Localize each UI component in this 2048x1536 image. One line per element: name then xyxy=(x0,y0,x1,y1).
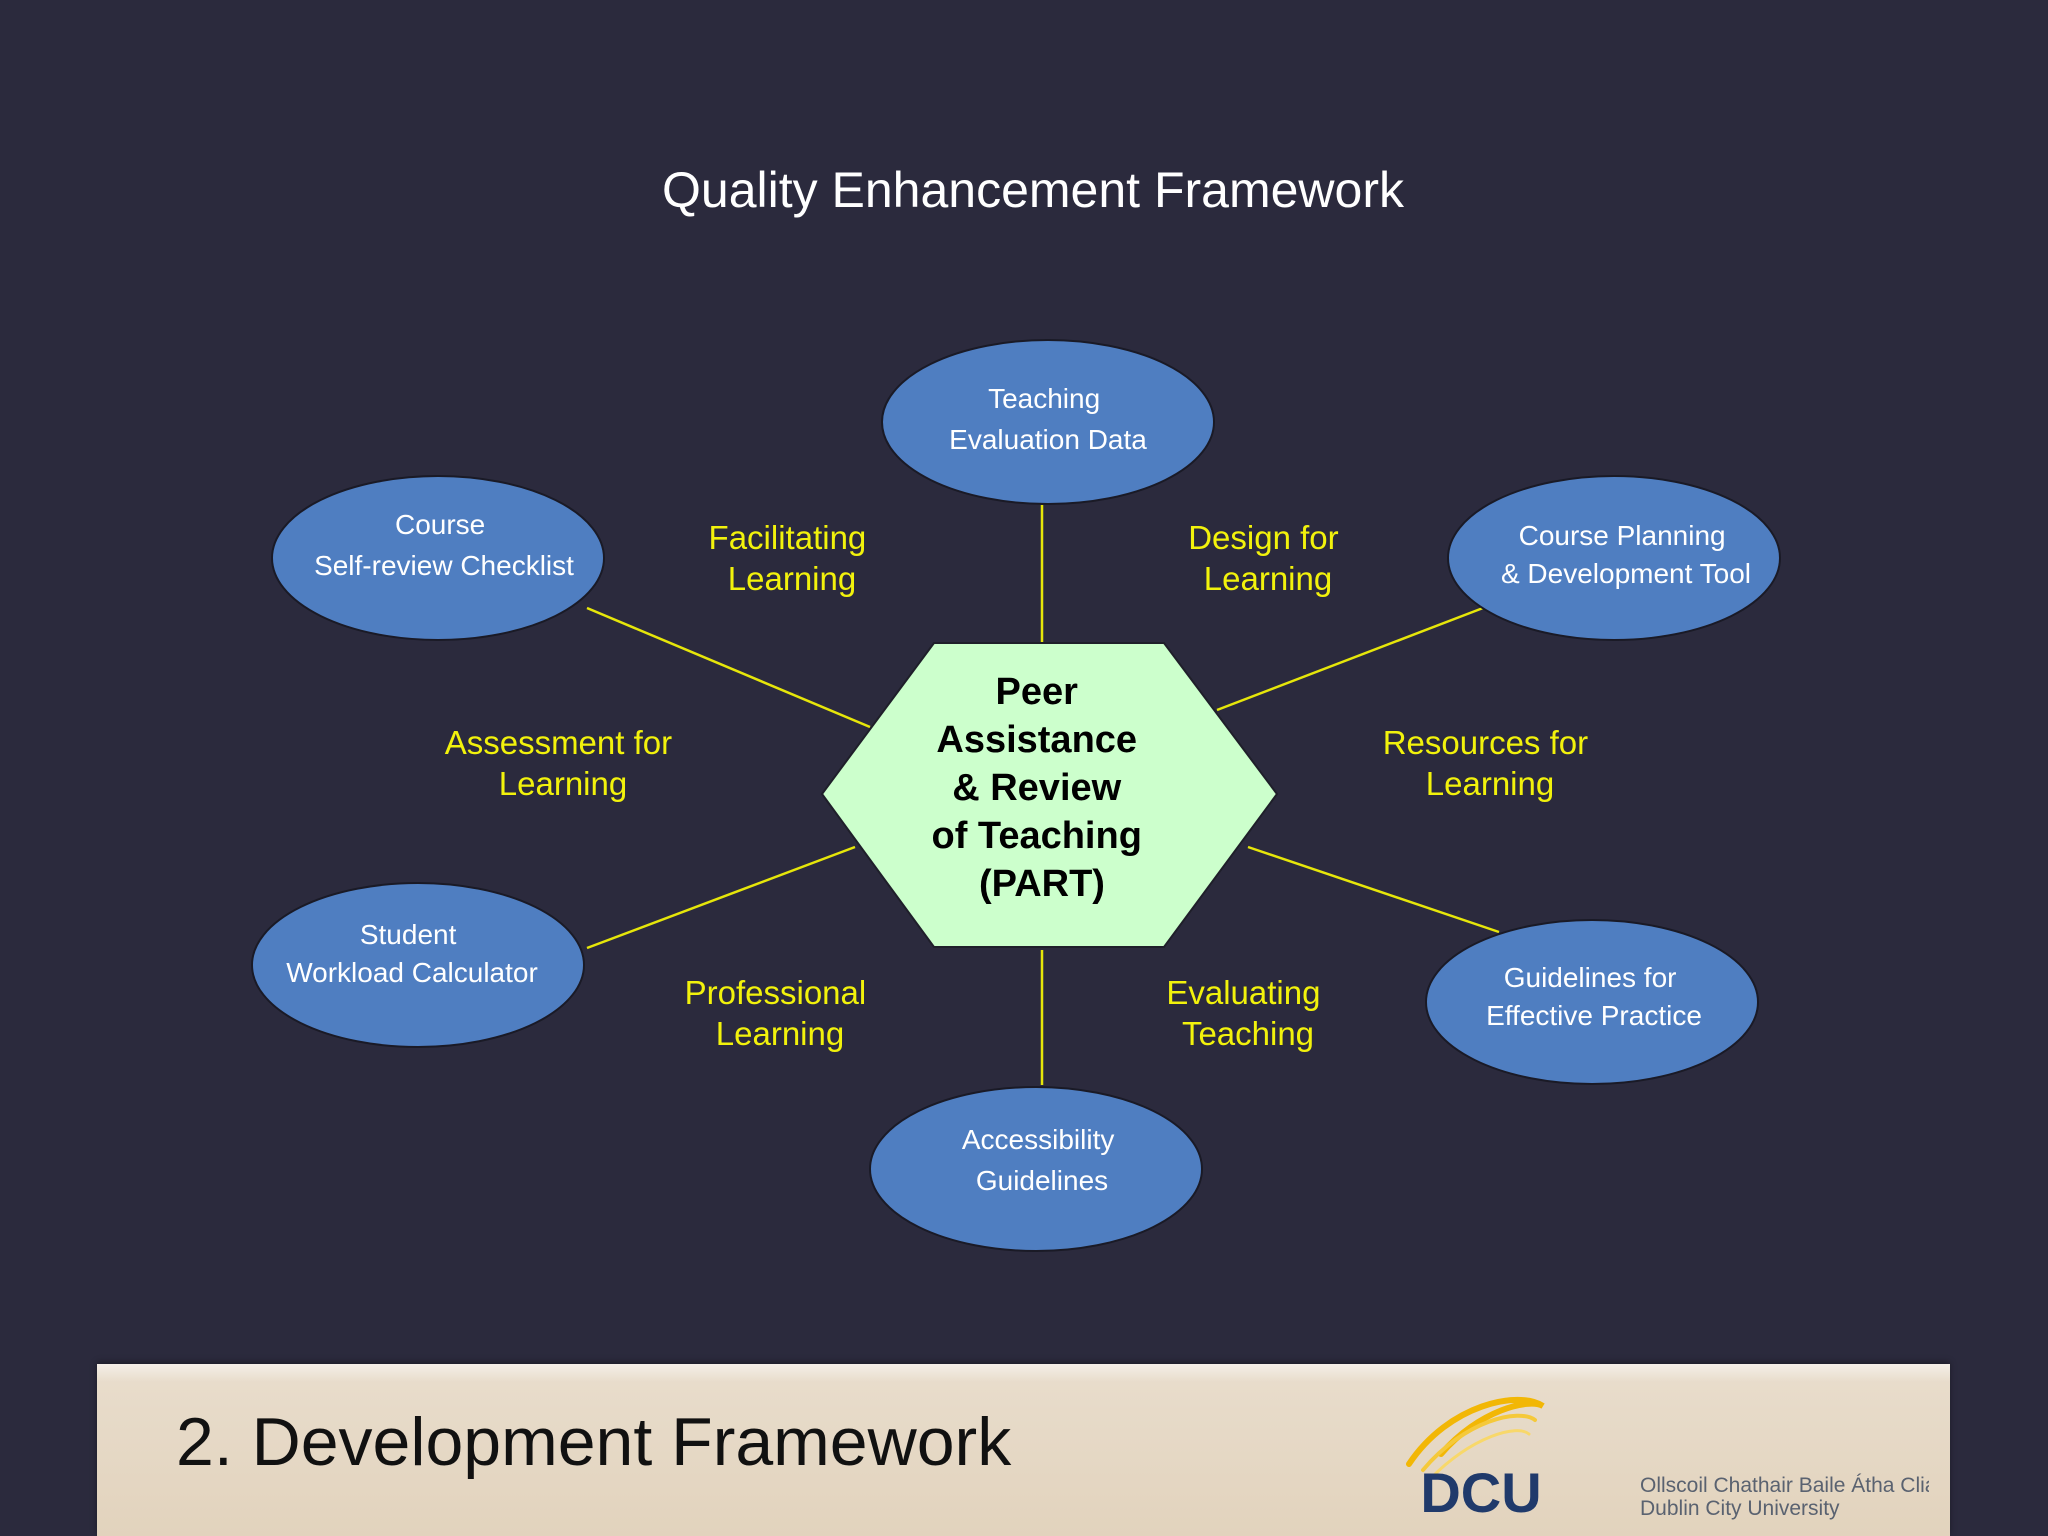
svg-text:Guidelines for Effective: Guidelines for Effective Practice xyxy=(1486,962,1702,1031)
edge-label-line: Learning xyxy=(1426,765,1554,802)
hub-part: Peer Assistance & Review of Teaching (PA… xyxy=(820,642,1279,948)
node-label: Guidelines xyxy=(976,1165,1108,1196)
node-label: & Development Tool xyxy=(1501,558,1751,589)
logo-wordmark: DCU xyxy=(1420,1461,1541,1524)
edge-label-facilitating-learning: Facilitating Learning xyxy=(709,519,876,597)
svg-text:Accessibility Guidelines: Accessibility Guidelines xyxy=(962,1124,1122,1196)
node-label: Effective Practice xyxy=(1486,1000,1702,1031)
node-label: Accessibility xyxy=(962,1124,1114,1155)
edge-label-design-for-learning: Design for Learning xyxy=(1188,519,1348,597)
logo-irish-name: Ollscoil Chathair Baile Átha Cliath xyxy=(1640,1474,1929,1497)
edge-label-line: Learning xyxy=(728,560,856,597)
logo-swoosh-icon xyxy=(1406,1397,1545,1480)
hub-line: of Teaching xyxy=(932,815,1142,857)
node-label: Self-review Checklist xyxy=(314,550,574,581)
svg-text:Teaching Evaluation Data: Teaching Evaluation Data xyxy=(949,383,1147,455)
edge-label-line: Resources for xyxy=(1383,724,1588,761)
connector-upper-right xyxy=(1216,606,1484,712)
hub-hexagon xyxy=(820,642,1279,948)
svg-text:Course Planning & Develo: Course Planning & Development Tool xyxy=(1501,520,1751,589)
connector-upper-left xyxy=(586,606,871,729)
connector-lower-left xyxy=(586,845,856,950)
edge-label-line: Facilitating xyxy=(709,519,867,556)
svg-text:Student Workload Calcula: Student Workload Calculator xyxy=(286,919,538,988)
node-label: Guidelines for xyxy=(1504,962,1677,993)
footer-title: 2. Development Framework xyxy=(176,1404,1012,1480)
svg-text:Peer Assistance &: Peer Assistance & Review of Teaching (PA… xyxy=(932,671,1153,905)
edge-label-resources-for-learning: Resources for Learning xyxy=(1383,724,1598,802)
edge-label-line: Evaluating xyxy=(1166,974,1320,1011)
svg-text:Course Self-review Check: Course Self-review Checklist xyxy=(314,509,574,581)
footer-bar: 2. Development Framework DCU Ollscoil Ch… xyxy=(97,1364,1950,1536)
hub-line: (PART) xyxy=(979,863,1105,905)
node-label: Workload Calculator xyxy=(286,957,538,988)
node-label: Teaching xyxy=(988,383,1100,414)
hub-line: Assistance xyxy=(936,719,1137,761)
node-guidelines-effective-practice: Guidelines for Effective Practice xyxy=(1425,919,1759,1085)
edge-label-evaluating-teaching: Evaluating Teaching xyxy=(1166,974,1329,1052)
logo-english-name: Dublin City University xyxy=(1640,1497,1840,1520)
node-label: Course Planning xyxy=(1519,520,1726,551)
edge-label-assessment-for-learning: Assessment for Learning xyxy=(445,724,682,802)
edge-label-line: Teaching xyxy=(1182,1015,1314,1052)
node-course-planning-tool: Course Planning & Development Tool xyxy=(1447,475,1781,641)
dcu-logo: DCU Ollscoil Chathair Baile Átha Cliath … xyxy=(1406,1397,1929,1524)
node-course-self-review-checklist: Course Self-review Checklist xyxy=(271,475,605,641)
node-accessibility-guidelines: Accessibility Guidelines xyxy=(869,1086,1203,1252)
hub-line: Peer xyxy=(996,671,1079,713)
edge-label-professional-learning: Professional Learning xyxy=(685,974,876,1052)
node-teaching-evaluation-data: Teaching Evaluation Data xyxy=(881,339,1215,505)
edge-label-line: Professional xyxy=(685,974,867,1011)
node-label: Course xyxy=(395,509,485,540)
slide-title: Quality Enhancement Framework xyxy=(662,162,1404,218)
edge-label-line: Assessment for xyxy=(445,724,672,761)
node-label: Student xyxy=(360,919,457,950)
edge-label-line: Learning xyxy=(1204,560,1332,597)
edge-label-line: Learning xyxy=(499,765,627,802)
node-label: Evaluation Data xyxy=(949,424,1147,455)
hub-line: & Review xyxy=(952,767,1121,809)
connector-lower-right xyxy=(1247,845,1500,934)
edge-label-line: Learning xyxy=(716,1015,844,1052)
edge-label-line: Design for xyxy=(1188,519,1338,556)
node-student-workload-calculator: Student Workload Calculator xyxy=(251,882,585,1048)
